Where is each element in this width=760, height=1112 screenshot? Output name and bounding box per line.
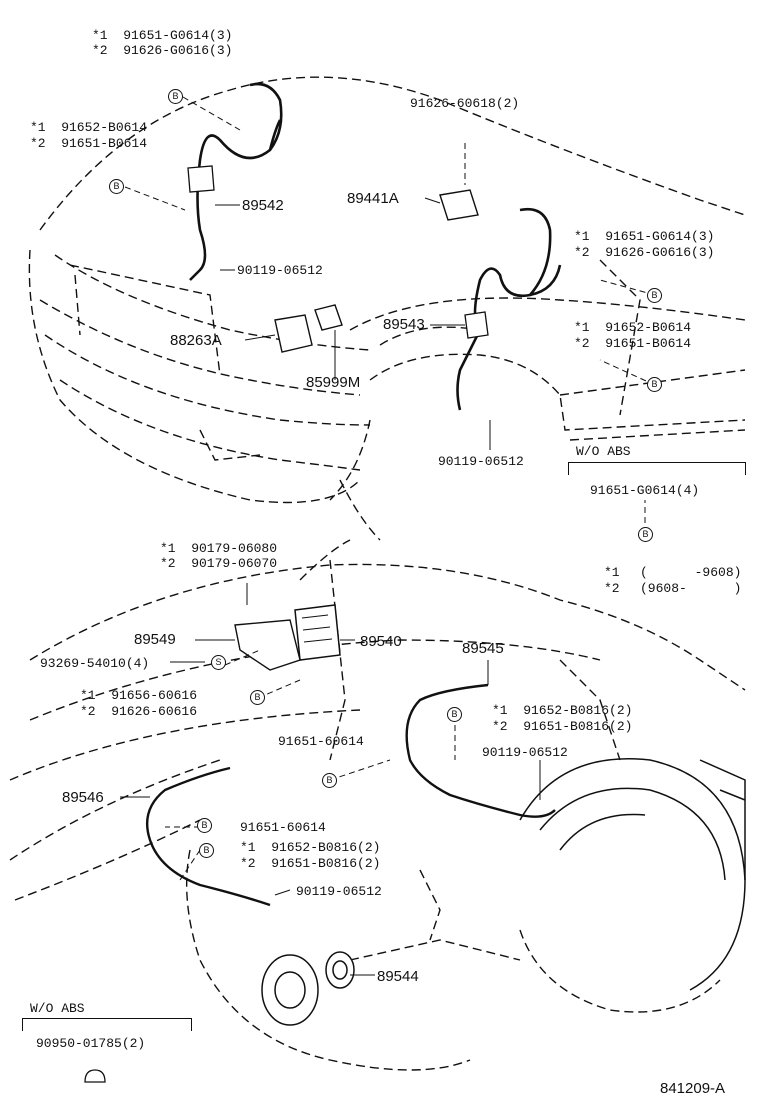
marker-b: B	[647, 288, 662, 303]
label-p4: 89441A	[347, 190, 399, 207]
marker-b: B	[638, 527, 653, 542]
harness-89546	[145, 766, 271, 907]
marker-s: S	[211, 655, 226, 670]
legend-value-1: ( -9608)	[640, 565, 742, 580]
marker-b: B	[447, 707, 462, 722]
without-abs-rear-bracket	[22, 1018, 192, 1031]
label-without-abs-rear: W/O ABS	[30, 1001, 85, 1016]
marker-b: B	[322, 773, 337, 788]
label-r10: 89546	[62, 789, 104, 806]
label-p1a: *1 91651-G0614(3)	[92, 28, 233, 43]
leader-lines	[124, 96, 656, 881]
bracket-85999m	[314, 304, 343, 331]
solid-leaders	[120, 197, 541, 976]
bracket-89549	[234, 619, 301, 671]
harness-89545	[405, 683, 556, 818]
rear-tire	[519, 758, 746, 991]
clip-89542	[187, 165, 215, 193]
label-p2a: *1 91652-B0614	[30, 120, 148, 135]
marker-b: B	[250, 690, 265, 705]
label-p6a: *1 91651-G0614(3)	[574, 229, 715, 244]
label-r12b: *2 91651-B0816(2)	[240, 856, 381, 871]
label-r14: 89544	[377, 968, 419, 985]
clip-89543	[464, 311, 489, 339]
label-r6b: *2 91626-60616	[80, 704, 198, 719]
ecu-89540	[294, 604, 341, 661]
label-p5: 89542	[242, 197, 284, 214]
label-p10a: *1 91652-B0614	[574, 320, 692, 335]
label-r1a: *1 90179-06080	[160, 541, 278, 556]
label-r2: 89549	[134, 631, 176, 648]
plug	[84, 1069, 106, 1083]
label-p3: 91626-60618(2)	[410, 96, 520, 111]
marker-b: B	[168, 89, 183, 104]
marker-b: B	[647, 377, 662, 392]
catalog-code: 841209-A	[660, 1080, 726, 1097]
label-r5: 89545	[462, 640, 504, 657]
relay-88263a	[274, 314, 313, 353]
front-body-outline	[28, 76, 746, 541]
label-r1b: *2 90179-06070	[160, 556, 278, 571]
label-p7: 90119-06512	[237, 263, 323, 278]
marker-b: B	[199, 843, 214, 858]
label-r12a: *1 91652-B0816(2)	[240, 840, 381, 855]
label-p12: 90119-06512	[438, 454, 524, 469]
label-r8: 91651-60614	[278, 734, 364, 749]
hub-assembly	[261, 951, 355, 1026]
legend-value-2: (9608- )	[640, 581, 742, 596]
legend-marker-2: *2	[604, 581, 620, 596]
label-r4: 93269-54010(4)	[40, 656, 150, 671]
label-r15: 90950-01785(2)	[36, 1036, 146, 1051]
label-r6a: *1 91656-60616	[80, 688, 198, 703]
without-abs-bracket	[568, 462, 746, 475]
label-r9: 90119-06512	[482, 745, 568, 760]
legend-marker-1: *1	[604, 565, 620, 580]
sensor-89441a	[439, 189, 479, 221]
label-r7b: *2 91651-B0816(2)	[492, 719, 633, 734]
label-without-abs: W/O ABS	[576, 444, 631, 459]
label-r7a: *1 91652-B0816(2)	[492, 703, 633, 718]
label-p6b: *2 91626-G0616(3)	[574, 245, 715, 260]
label-p11: 85999M	[306, 374, 361, 391]
label-p8: 88263A	[170, 332, 222, 349]
harness-89543	[456, 207, 562, 411]
label-r3: 89540	[360, 633, 402, 650]
label-p2b: *2 91651-B0614	[30, 136, 148, 151]
label-p13: 91651-G0614(4)	[590, 483, 700, 498]
label-r13: 90119-06512	[296, 884, 382, 899]
marker-b: B	[109, 179, 124, 194]
label-p1b: *2 91626-G0616(3)	[92, 43, 233, 58]
label-p9: 89543	[383, 316, 425, 333]
label-r11: 91651-60614	[240, 820, 326, 835]
rear-body-outline	[9, 539, 746, 1071]
marker-b: B	[197, 818, 212, 833]
harness-89542	[189, 82, 283, 281]
label-p10b: *2 91651-B0614	[574, 336, 692, 351]
